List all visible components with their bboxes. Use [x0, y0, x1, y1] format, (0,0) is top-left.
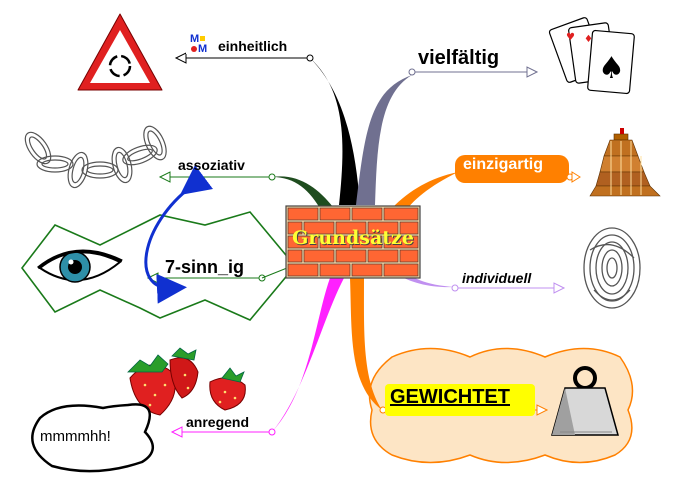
branch-label-assoziativ: assoziativ	[178, 157, 245, 173]
svg-text:♥: ♥	[566, 32, 575, 43]
playing-cards-icon: ♥ ♦ ♠	[548, 17, 635, 95]
branch-label-gewichtet: GEWICHTET	[390, 386, 510, 408]
branch-assoziativ	[272, 176, 333, 212]
tower-icon	[589, 128, 661, 197]
branch-vielfaeltig	[356, 75, 412, 205]
center-label: Grundsätze	[292, 227, 414, 249]
branch-label-individuell: individuell	[462, 270, 532, 286]
svg-text:♠: ♠	[598, 51, 625, 86]
roundabout-sign-icon	[77, 13, 163, 91]
branch-label-vielfaeltig: vielfältig	[418, 47, 500, 69]
branch-gewichtet	[350, 278, 382, 410]
strawberries-icon	[127, 347, 246, 416]
branch-label-einzigartig: einzigartig	[463, 156, 544, 173]
gewichtet-box	[385, 384, 535, 416]
branch-label-anregend: anregend	[186, 414, 250, 430]
branch-anregend	[272, 278, 344, 432]
weight-icon	[551, 366, 619, 436]
speech-bubble-text: mmmmhh!	[40, 428, 111, 445]
chain-links-icon	[24, 125, 167, 189]
svg-text:M: M	[198, 43, 207, 55]
branch-einzigartig	[392, 172, 458, 216]
branch-label-sinnig: 7-sinn_ig	[165, 257, 245, 277]
speech-bubble	[31, 403, 154, 473]
einzigartig-pill	[455, 155, 569, 183]
svg-text:♦: ♦	[584, 34, 593, 45]
center-brick-wall	[285, 205, 421, 279]
branch-einheitlich	[310, 58, 360, 205]
eye-icon	[37, 249, 123, 283]
svg-text:M: M	[190, 33, 199, 45]
relation-arrow	[144, 164, 214, 304]
fingerprint-icon	[583, 227, 641, 309]
branch-label-einheitlich: einheitlich	[218, 38, 288, 54]
mindmanager-logo-icon: M M	[186, 30, 212, 55]
